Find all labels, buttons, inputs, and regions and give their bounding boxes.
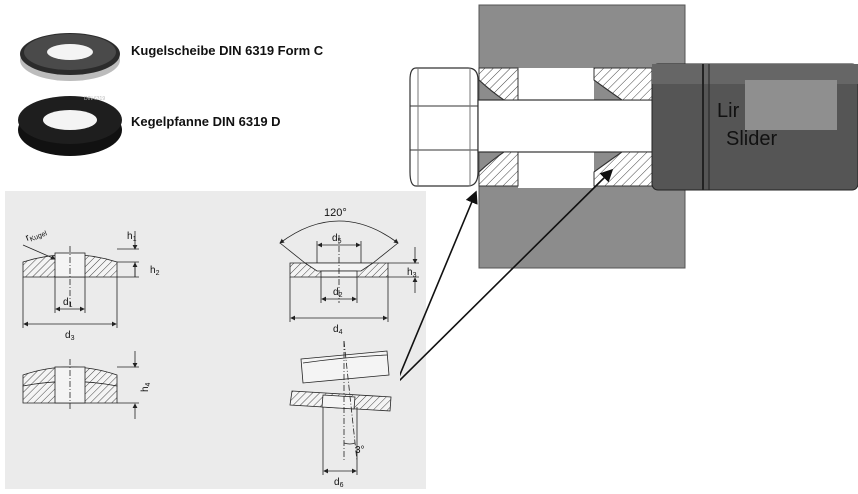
d4-label: d4	[333, 324, 343, 336]
kugelscheibe-photo	[20, 33, 120, 81]
drawing-labels: rKugel h1 h2 d1 d3 120° d5 h3 d2 d4 h4 3…	[24, 207, 417, 489]
washer-set-section	[22, 351, 139, 419]
r-kugel-label: rKugel	[24, 225, 49, 244]
d6-label: d6	[334, 477, 344, 489]
slider-label-line1: Lir	[717, 100, 740, 122]
left-washer-set	[478, 67, 519, 187]
kugelscheibe-section	[22, 231, 139, 328]
slider-label-line2: Slider	[726, 128, 778, 150]
arrow-to-right-washer	[400, 168, 614, 382]
din-6319-drawing: rKugel h1 h2 d1 d3 120° d5 h3 d2 d4 h4 3…	[22, 207, 419, 489]
d1-label: d1	[63, 297, 73, 309]
h3-label: h3	[407, 267, 417, 279]
washer-photos: DIN 6319	[18, 33, 122, 156]
washer-d-stamp: DIN 6319	[84, 96, 105, 102]
bolt-shank	[477, 99, 655, 153]
h4-label: h4	[140, 382, 152, 392]
angle-120-label: 120°	[324, 207, 347, 219]
d5-label: d5	[332, 233, 342, 245]
linear-slider	[651, 63, 858, 191]
bolt-head	[409, 67, 479, 187]
d2-label: d2	[333, 287, 343, 299]
d3-label: d3	[65, 330, 75, 342]
h1-label: h1	[127, 231, 137, 243]
tilted-nut-section	[289, 340, 392, 475]
tilt-3-label: 3°	[355, 445, 365, 456]
technical-drawing-panel: rKugel h1 h2 d1 d3 120° d5 h3 d2 d4 h4 3…	[5, 191, 426, 489]
assembly-section	[400, 4, 858, 382]
kegelpfanne-photo: DIN 6319	[18, 96, 122, 156]
washer-c-label: Kugelscheibe DIN 6319 Form C	[131, 43, 324, 58]
h2-label: h2	[150, 265, 160, 277]
washer-d-label: Kegelpfanne DIN 6319 D	[131, 114, 281, 129]
arrow-to-left-washer	[400, 190, 478, 377]
kegelpfanne-section	[279, 220, 419, 322]
